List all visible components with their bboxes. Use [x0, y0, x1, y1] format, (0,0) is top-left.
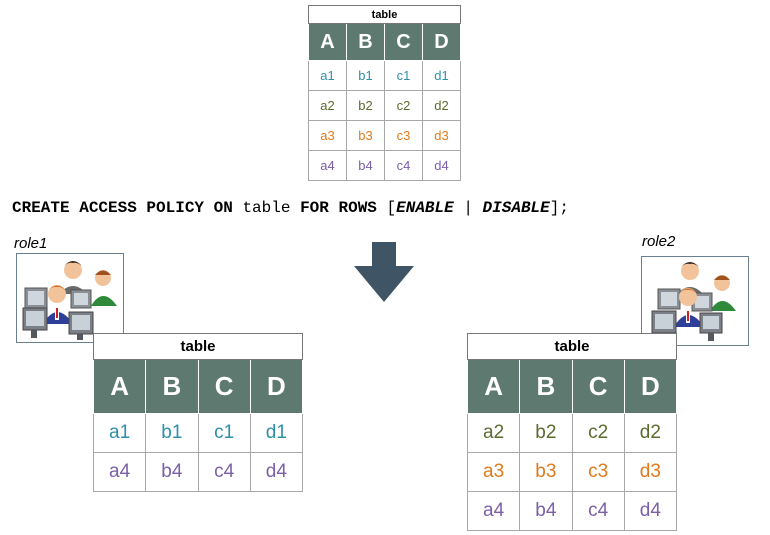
column-header-b: B [346, 23, 385, 61]
column-header-c: C [571, 359, 625, 414]
column-header-c: C [197, 359, 251, 414]
column-header-d: D [249, 359, 304, 414]
table-cell: d1 [249, 413, 304, 453]
table-row: a4 b4 c4 d4 [466, 491, 678, 531]
sql-for-rows-keyword: FOR ROWS [300, 199, 377, 217]
table-cell: a2 [308, 90, 347, 121]
column-header-b: B [145, 359, 199, 414]
table-cell: c1 [197, 413, 251, 453]
source-table: table A B C D a1 b1 c1 d1 a2 b2 c2 d2 a3… [308, 5, 461, 181]
table-cell: c2 [384, 90, 423, 121]
role2-result-table: table A B C D a2 b2 c2 d2 a3 b3 c3 d3 a4… [466, 333, 678, 531]
sql-enable-option: ENABLE [396, 199, 454, 217]
table-row: a4 b4 c4 d4 [92, 452, 304, 492]
role2-label: role2 [642, 233, 676, 250]
role1-result-table: table A B C D a1 b1 c1 d1 a4 b4 c4 d4 [92, 333, 304, 492]
table-cell: d2 [623, 413, 678, 453]
table-cell: d1 [422, 60, 461, 91]
column-header-b: B [519, 359, 573, 414]
table-cell: c4 [197, 452, 251, 492]
table-cell: d4 [249, 452, 304, 492]
table-row: a2 b2 c2 d2 [466, 413, 678, 453]
table-cell: a3 [308, 120, 347, 151]
table-cell: a2 [466, 413, 521, 453]
table-cell: a4 [308, 150, 347, 181]
sql-table-name: table [242, 199, 291, 217]
sql-statement: CREATE ACCESS POLICY ON table FOR ROWS [… [12, 199, 569, 217]
table-cell: d2 [422, 90, 461, 121]
table-row: a2 b2 c2 d2 [308, 90, 461, 121]
table-cell: c4 [384, 150, 423, 181]
table-cell: c1 [384, 60, 423, 91]
table-cell: b4 [519, 491, 573, 531]
table-cell: b1 [346, 60, 385, 91]
sql-disable-option: DISABLE [482, 199, 550, 217]
table-cell: c3 [384, 120, 423, 151]
table-cell: d3 [623, 452, 678, 492]
table-row: a4 b4 c4 d4 [308, 150, 461, 181]
table-cell: a1 [308, 60, 347, 91]
down-arrow-icon [354, 242, 414, 302]
table-cell: d4 [623, 491, 678, 531]
table-row: a3 b3 c3 d3 [466, 452, 678, 492]
users-at-computers-icon [16, 253, 124, 343]
table-cell: a4 [466, 491, 521, 531]
table-cell: d3 [422, 120, 461, 151]
table-cell: b3 [346, 120, 385, 151]
sql-close-bracket: ]; [549, 199, 569, 217]
role1-label: role1 [14, 235, 48, 252]
column-header-d: D [623, 359, 678, 414]
sql-open-bracket: [ [386, 199, 397, 217]
column-header-a: A [466, 359, 521, 414]
table-cell: b1 [145, 413, 199, 453]
sql-separator: | [463, 199, 473, 217]
table-cell: a3 [466, 452, 521, 492]
users-at-computers-icon [641, 256, 749, 346]
column-header-a: A [92, 359, 147, 414]
table-cell: a1 [92, 413, 147, 453]
table-cell: b4 [145, 452, 199, 492]
table-cell: a4 [92, 452, 147, 492]
table-cell: c2 [571, 413, 625, 453]
column-header-a: A [308, 23, 347, 61]
table-caption: table [308, 5, 461, 24]
table-cell: b3 [519, 452, 573, 492]
table-caption: table [467, 333, 677, 360]
table-row: a1 b1 c1 d1 [92, 413, 304, 453]
sql-create-keyword: CREATE ACCESS POLICY ON [12, 199, 233, 217]
table-cell: c4 [571, 491, 625, 531]
table-cell: b2 [519, 413, 573, 453]
column-header-d: D [422, 23, 461, 61]
table-row: a1 b1 c1 d1 [308, 60, 461, 91]
table-caption: table [93, 333, 303, 360]
table-cell: c3 [571, 452, 625, 492]
table-cell: b4 [346, 150, 385, 181]
table-cell: d4 [422, 150, 461, 181]
column-header-c: C [384, 23, 423, 61]
table-row: a3 b3 c3 d3 [308, 120, 461, 151]
table-cell: b2 [346, 90, 385, 121]
